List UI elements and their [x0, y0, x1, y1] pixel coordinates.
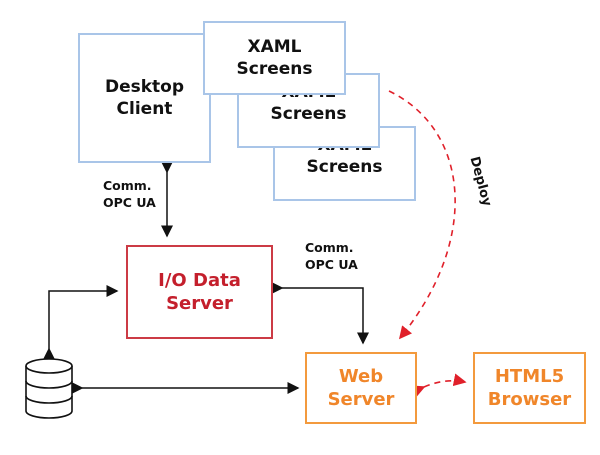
arrow-web-html5	[411, 373, 467, 398]
arrow-deploy	[388, 90, 456, 340]
comm-label-left: Comm.OPC UA	[103, 178, 156, 210]
arrow-io-web	[271, 282, 369, 345]
comm-label-right: Comm.OPC UA	[305, 240, 358, 272]
database-icon	[25, 358, 73, 419]
arrow-db-io	[43, 285, 119, 360]
